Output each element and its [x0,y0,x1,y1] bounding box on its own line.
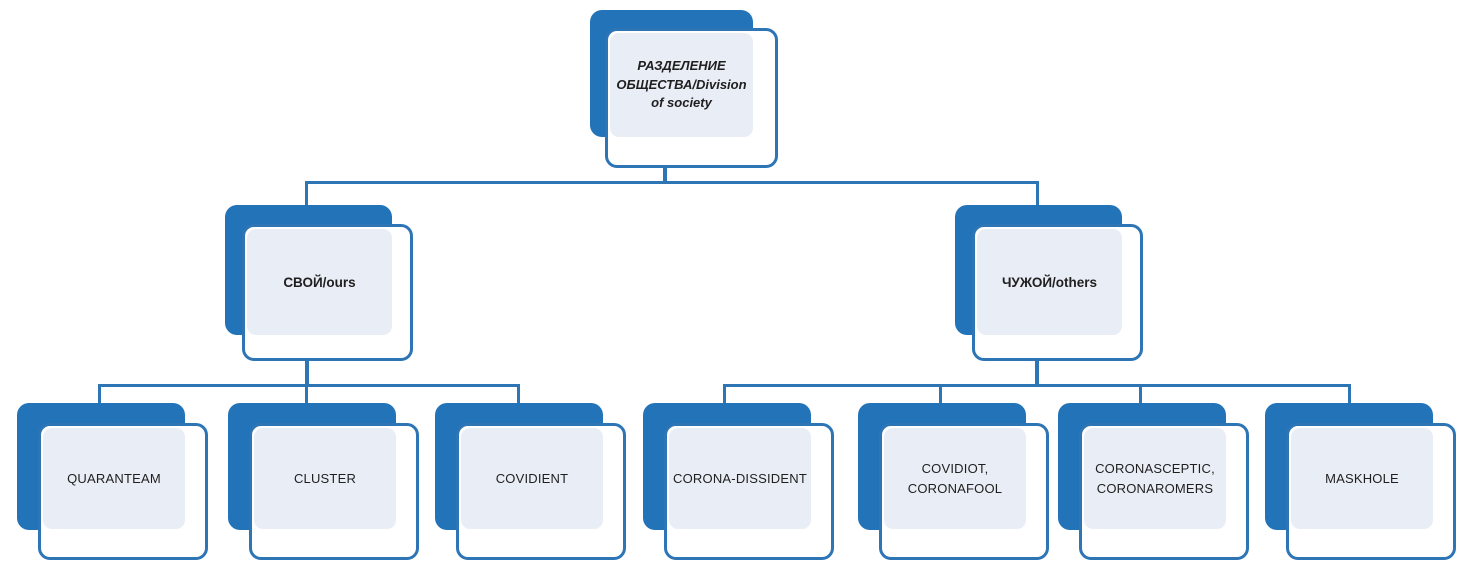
node-others: ЧУЖОЙ/others [955,205,1143,362]
node-card: CORONASCEPTIC, CORONAROMERS [1079,423,1249,560]
node-label: CLUSTER [293,470,357,486]
node-fill: CORONA-DISSIDENT [669,428,811,529]
connector-stub-maskhole [1348,384,1351,404]
node-corona-dissident: CORONA-DISSIDENT [643,403,834,560]
node-maskhole: MASKHOLE [1265,403,1456,560]
node-card: QUARANTEAM [38,423,208,560]
node-label: CORONASCEPTIC, CORONAROMERS [1095,461,1215,496]
node-fill: CORONASCEPTIC, CORONAROMERS [1084,428,1226,529]
node-card: СВОЙ/ours [242,224,413,361]
node-cluster: CLUSTER [228,403,419,560]
node-label: СВОЙ/ours [283,274,356,290]
node-coronasceptic-coronaromers: CORONASCEPTIC, CORONAROMERS [1058,403,1249,560]
node-label: CORONA-DISSIDENT [673,470,807,486]
connector-stub-ours [305,181,308,206]
node-fill: COVIDIENT [461,428,603,529]
node-card: РАЗДЕЛЕНИЕ ОБЩЕСТВА/Division of society [605,28,778,168]
node-card: CLUSTER [249,423,419,560]
node-covidient: COVIDIENT [435,403,626,560]
node-covidiot-coronafool: COVIDIOT, CORONAFOOL [858,403,1049,560]
node-label: РАЗДЕЛЕНИЕ ОБЩЕСТВА/Division of society [616,57,747,111]
connector-ours-horizontal [98,384,520,387]
node-fill: СВОЙ/ours [247,229,392,335]
connector-stub-others [1036,181,1039,206]
node-label: MASKHOLE [1325,470,1399,486]
connector-others-drop [1035,361,1039,387]
connector-others-horizontal [723,384,1351,387]
node-label: COVIDIENT [495,470,569,486]
connector-stub-covidient [517,384,520,404]
node-card: CORONA-DISSIDENT [664,423,834,560]
node-fill: MASKHOLE [1291,428,1433,529]
node-card: COVIDIENT [456,423,626,560]
node-card: ЧУЖОЙ/others [972,224,1143,361]
node-quaranteam: QUARANTEAM [17,403,208,560]
connector-stub-cluster [305,384,308,404]
connector-stub-covidiot [939,384,942,404]
node-ours: СВОЙ/ours [225,205,413,362]
node-fill: ЧУЖОЙ/others [977,229,1122,335]
node-fill: COVIDIOT, CORONAFOOL [884,428,1026,529]
connector-root-drop [663,166,667,183]
node-fill: РАЗДЕЛЕНИЕ ОБЩЕСТВА/Division of society [610,33,753,137]
connector-ours-drop [305,361,309,387]
node-card: MASKHOLE [1286,423,1456,560]
node-fill: CLUSTER [254,428,396,529]
connector-level1-horizontal [305,181,1039,184]
node-label: QUARANTEAM [67,470,161,486]
connector-stub-coronasceptic [1139,384,1142,404]
node-division-of-society: РАЗДЕЛЕНИЕ ОБЩЕСТВА/Division of society [590,10,778,168]
node-card: COVIDIOT, CORONAFOOL [879,423,1049,560]
connector-stub-corona-dissident [723,384,726,404]
connector-stub-quaranteam [98,384,101,404]
node-label: COVIDIOT, CORONAFOOL [907,461,1003,496]
node-label: ЧУЖОЙ/others [1001,274,1098,290]
node-fill: QUARANTEAM [43,428,185,529]
